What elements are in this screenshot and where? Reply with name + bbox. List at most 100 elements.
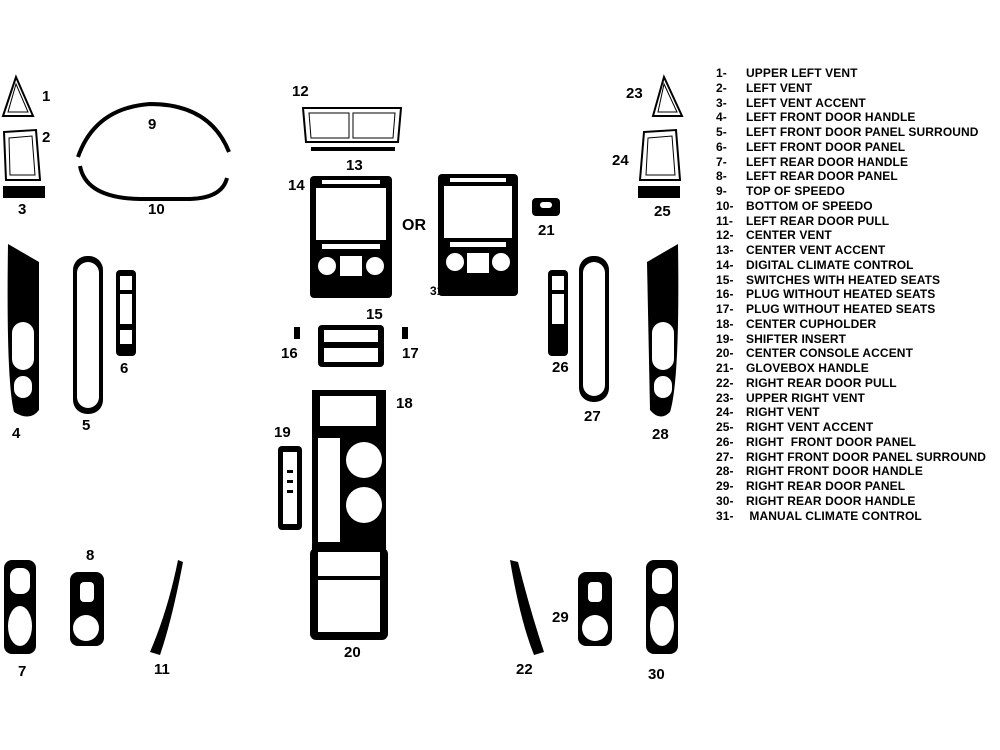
legend-label: LEFT VENT ACCENT [746, 95, 866, 110]
part-right-vent-accent [638, 186, 680, 198]
callout-5: 5 [82, 417, 90, 434]
legend-item: 24-RIGHT VENT [716, 405, 1000, 420]
legend-item: 10-BOTTOM OF SPEEDO [716, 199, 1000, 214]
legend-label: LEFT REAR DOOR HANDLE [746, 154, 909, 169]
part-right-front-door-handle [647, 244, 679, 417]
part-upper-left-vent [1, 74, 35, 117]
part-left-rear-door-handle [4, 560, 36, 654]
legend-number: 6- [716, 139, 727, 154]
legend-item: 8-LEFT REAR DOOR PANEL [716, 169, 1000, 184]
legend-label: SHIFTER INSERT [746, 331, 847, 346]
legend-label: LEFT FRONT DOOR HANDLE [746, 110, 916, 125]
callout-26: 26 [552, 359, 569, 376]
legend-item: 11-LEFT REAR DOOR PULL [716, 214, 1000, 229]
legend-number: 31- [716, 508, 734, 523]
legend-label: LEFT FRONT DOOR PANEL [746, 139, 906, 154]
legend-label: LEFT FRONT DOOR PANEL SURROUND [746, 125, 979, 139]
legend-label: UPPER RIGHT VENT [746, 390, 865, 405]
legend-number: 15- [716, 272, 734, 287]
callout-31: 31 [430, 284, 444, 298]
legend-number: 22- [716, 375, 734, 390]
legend-label: DIGITAL CLIMATE CONTROL [746, 257, 914, 272]
legend-number: 17- [716, 302, 734, 316]
part-manual-climate-control [438, 174, 518, 296]
legend-item: 31- MANUAL CLIMATE CONTROL [716, 509, 1000, 524]
callout-13: 13 [346, 157, 363, 174]
callout-28: 28 [652, 426, 669, 443]
legend-number: 9- [716, 184, 727, 198]
parts-legend: 1-UPPER LEFT VENT 2-LEFT VENT 3- LEFT VEN… [716, 66, 1000, 523]
callout-22: 22 [516, 661, 533, 678]
legend-item: 2-LEFT VENT [716, 81, 1000, 96]
legend-item: 1-UPPER LEFT VENT [716, 66, 1000, 81]
legend-item: 12-CENTER VENT [716, 228, 1000, 243]
part-left-front-door-handle [7, 244, 39, 417]
legend-item: 28-RIGHT FRONT DOOR HANDLE [716, 464, 1000, 479]
legend-number: 13- [716, 243, 734, 257]
legend-item: 19-SHIFTER INSERT [716, 332, 1000, 347]
legend-number: 27- [716, 449, 734, 464]
callout-24: 24 [612, 152, 629, 169]
legend-number: 23- [716, 390, 734, 405]
legend-item: 18- CENTER CUPHOLDER [716, 317, 1000, 332]
legend-label: RIGHT FRONT DOOR PANEL SURROUND [746, 449, 986, 464]
legend-label: CENTER VENT [746, 228, 832, 243]
legend-item: 3- LEFT VENT ACCENT [716, 96, 1000, 111]
callout-20: 20 [344, 644, 361, 661]
callout-11: 11 [154, 661, 170, 678]
legend-number: 14- [716, 257, 734, 272]
callout-1: 1 [42, 88, 50, 105]
part-center-cupholder [312, 390, 386, 550]
callout-21: 21 [538, 222, 555, 239]
legend-item: 5-LEFT FRONT DOOR PANEL SURROUND [716, 125, 1000, 140]
legend-item: 29-RIGHT REAR DOOR PANEL [716, 479, 1000, 494]
legend-label: CENTER CUPHOLDER [746, 316, 877, 331]
legend-item: 27- RIGHT FRONT DOOR PANEL SURROUND [716, 450, 1000, 465]
legend-item: 20-CENTER CONSOLE ACCENT [716, 346, 1000, 361]
callout-12: 12 [292, 83, 309, 100]
callout-19: 19 [274, 424, 291, 441]
legend-number: 18- [716, 316, 734, 331]
callout-27: 27 [584, 408, 601, 425]
legend-label: LEFT VENT [746, 80, 813, 95]
legend-number: 16- [716, 287, 734, 302]
legend-label: TOP OF SPEEDO [746, 184, 845, 198]
legend-number: 24- [716, 405, 734, 420]
callout-10: 10 [148, 201, 165, 218]
legend-item: 30-RIGHT REAR DOOR HANDLE [716, 494, 1000, 509]
callout-7: 7 [18, 663, 26, 680]
legend-number: 25- [716, 420, 734, 434]
part-center-vent [301, 107, 403, 143]
callout-4: 4 [12, 425, 21, 442]
part-plug-without-heated-seats-right [402, 327, 408, 339]
legend-number: 10- [716, 198, 734, 213]
callout-16: 16 [281, 345, 298, 362]
legend-number: 21- [716, 361, 734, 375]
part-left-front-door-panel-surround [73, 256, 103, 414]
part-top-of-speedo [76, 101, 231, 158]
part-right-front-door-panel-surround [579, 256, 609, 402]
part-right-vent [638, 128, 682, 181]
legend-number: 8- [716, 169, 727, 184]
legend-item: 6- LEFT FRONT DOOR PANEL [716, 140, 1000, 155]
legend-number: 4- [716, 110, 727, 125]
callout-14: 14 [288, 177, 305, 194]
legend-number: 20- [716, 346, 734, 361]
legend-label: RIGHT REAR DOOR PANEL [746, 479, 906, 493]
callout-25: 25 [654, 203, 671, 220]
legend-label: CENTER VENT ACCENT [746, 243, 886, 257]
part-upper-right-vent [651, 74, 684, 117]
legend-label: RIGHT VENT ACCENT [746, 420, 874, 434]
legend-label: GLOVEBOX HANDLE [746, 361, 869, 375]
legend-label: PLUG WITHOUT HEATED SEATS [746, 302, 936, 316]
part-switches-with-heated-seats [318, 325, 384, 367]
legend-label: LEFT REAR DOOR PULL [746, 213, 890, 228]
part-left-front-door-panel [116, 270, 136, 356]
legend-label: RIGHT REAR DOOR PULL [746, 375, 897, 390]
legend-number: 30- [716, 493, 734, 508]
legend-item: 16-PLUG WITHOUT HEATED SEATS [716, 287, 1000, 302]
callout-9: 9 [148, 116, 156, 133]
legend-number: 3- [716, 95, 727, 110]
legend-label: RIGHT FRONT DOOR HANDLE [746, 464, 923, 479]
part-left-vent [2, 128, 42, 181]
